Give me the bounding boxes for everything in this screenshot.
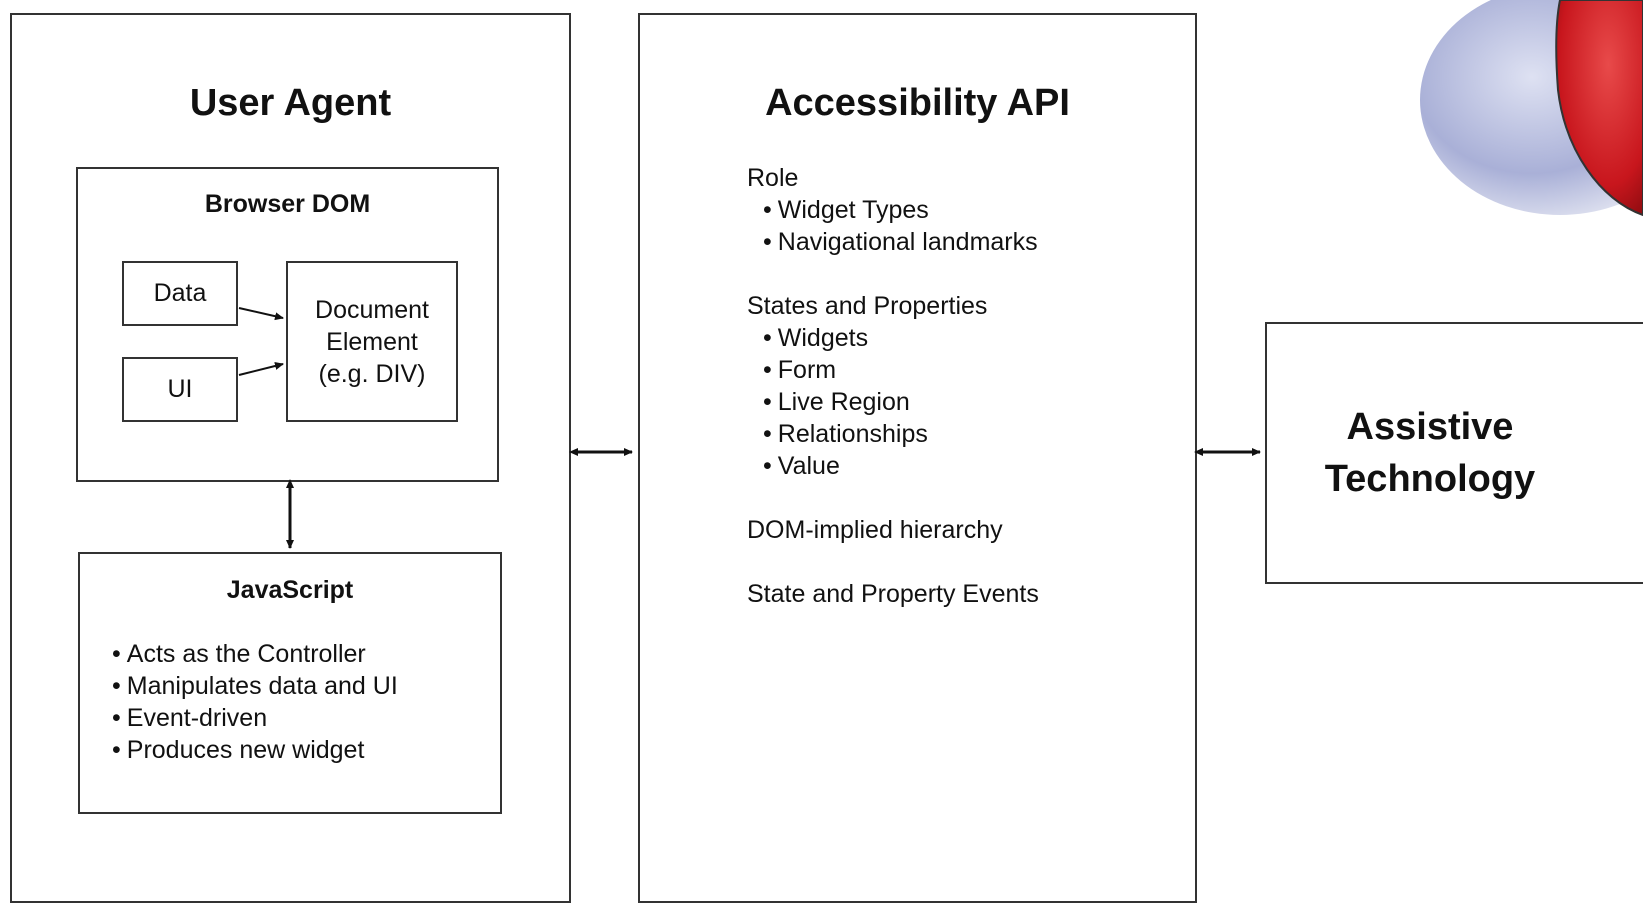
user-agent-title: User Agent [189,82,392,124]
document-element-line: Element [326,327,418,356]
states-heading: States and Properties [747,292,988,320]
list-item: Widget Types [763,194,1039,226]
logo-swoosh [1420,0,1643,215]
list-item: Form [763,354,1039,386]
ui-box: UI [122,357,238,422]
list-item: Acts as the Controller [112,638,398,670]
javascript-list: Acts as the Controller Manipulates data … [112,638,398,766]
accessibility-api-title: Accessibility API [765,82,1070,124]
role-heading: Role [747,164,799,192]
browser-dom-title: Browser DOM [204,190,371,218]
data-label: Data [153,279,207,307]
role-list: Widget Types Navigational landmarks [747,194,1039,258]
list-item: Manipulates data and UI [112,670,398,702]
list-item: Relationships [763,418,1039,450]
assistive-technology-box: Assistive Technology [1265,322,1643,584]
logo-red-shape [1555,0,1643,217]
list-item: Produces new widget [112,734,398,766]
document-element-line: (e.g. DIV) [318,359,426,388]
document-element-line: Document [315,295,429,324]
list-item: Navigational landmarks [763,226,1039,258]
list-item: Live Region [763,386,1039,418]
assistive-technology-line: Assistive [1346,406,1514,448]
list-item: Widgets [763,322,1039,354]
dom-hierarchy-text: DOM-implied hierarchy [747,516,1003,544]
data-box: Data [122,261,238,326]
list-item: Value [763,450,1039,482]
document-element-box: Document Element (e.g. DIV) [286,261,458,422]
states-list: Widgets Form Live Region Relationships V… [747,322,1039,482]
javascript-title: JavaScript [226,576,354,604]
ui-label: UI [167,375,193,403]
accessibility-api-content: Role Widget Types Navigational landmarks… [747,162,1039,610]
assistive-technology-line: Technology [1324,458,1536,500]
list-item: Event-driven [112,702,398,734]
events-text: State and Property Events [747,580,1039,608]
